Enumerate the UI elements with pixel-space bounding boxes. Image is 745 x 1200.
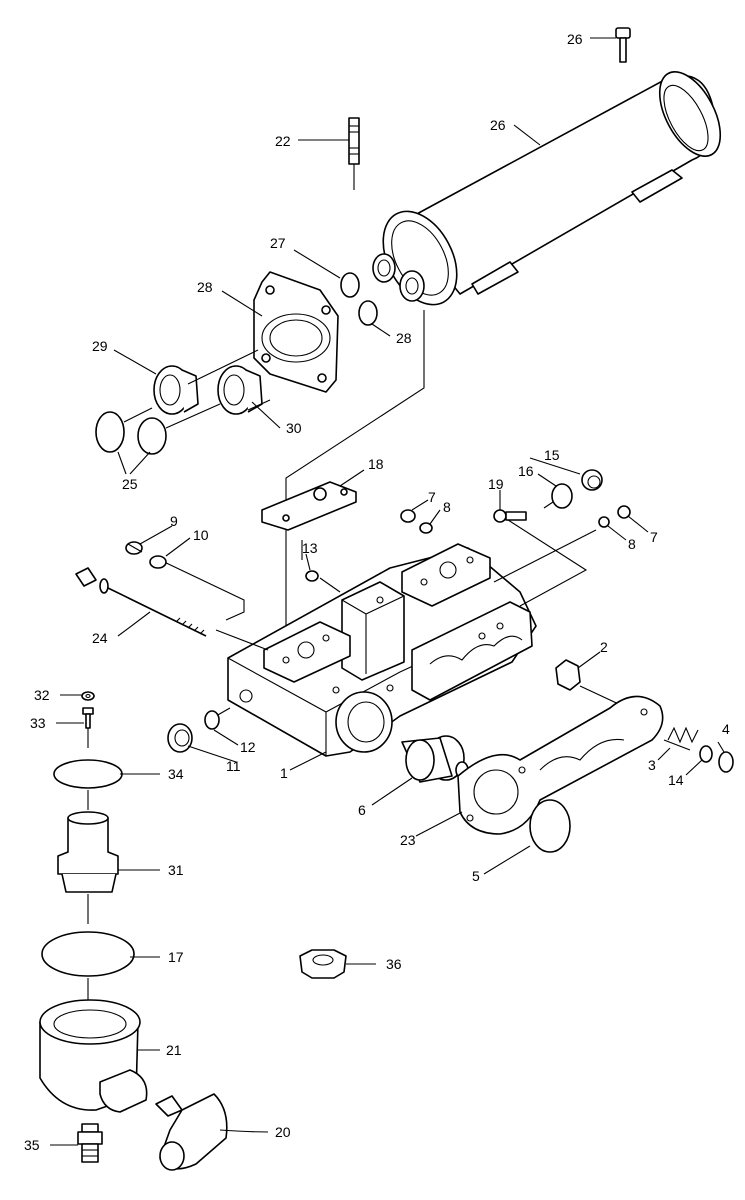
callout-23: 26	[567, 31, 583, 47]
callout-16: 16	[518, 463, 534, 479]
callout-24: 24	[92, 630, 108, 646]
plug-part-7	[400, 505, 631, 523]
o-ring-part-34	[53, 759, 123, 789]
callout-28-right: 30	[286, 420, 302, 436]
housing-cap-part-32	[39, 999, 148, 1113]
callout-32: 21	[166, 1042, 182, 1058]
plug-part-11	[167, 723, 193, 753]
gasket-part-19	[457, 695, 664, 835]
callout-35: 35	[24, 1137, 40, 1153]
callout-33: 32	[34, 687, 50, 703]
banjo-bolt-part-21	[493, 509, 527, 523]
plug-part-13	[305, 570, 319, 582]
seal-ring-part-16	[551, 483, 573, 509]
callout-17: 17	[168, 949, 184, 965]
assembly-axis-lines	[123, 310, 425, 648]
callout-3: 3	[648, 757, 656, 773]
washer-part-14	[699, 745, 713, 763]
fitting-part-30	[155, 1093, 228, 1171]
nut-part-2	[555, 659, 581, 691]
callout-7-left: 7	[428, 489, 436, 505]
plug-part-9	[125, 541, 143, 555]
callout-7-right: 7	[650, 529, 658, 545]
callout-21: 19	[488, 476, 504, 492]
callout-11: 11	[226, 758, 241, 774]
callout-18: 22	[275, 133, 291, 149]
callout-leaders	[50, 37, 725, 1146]
callout-13: 13	[302, 540, 318, 556]
callout-25: 25	[122, 476, 138, 492]
callout-labels: 26 26 22 27 28 28 29 30 25 18 15 16 19 7…	[24, 31, 730, 1153]
washer-part-33	[81, 691, 95, 701]
callout-2: 2	[600, 639, 608, 655]
callout-22: 26	[490, 117, 506, 133]
callout-26-bottom: 28	[396, 330, 412, 346]
seal-ring-part-10	[149, 555, 167, 569]
callout-5: 5	[472, 868, 480, 884]
screw-part-24	[75, 567, 207, 637]
o-ring-part-17	[41, 931, 135, 977]
callout-28-left: 29	[92, 338, 108, 354]
gasket-part-20	[261, 481, 357, 531]
callout-4: 4	[722, 721, 730, 737]
stud-part-18	[348, 117, 360, 190]
callout-14: 14	[668, 772, 684, 788]
nut-part-36	[299, 949, 347, 979]
oil-cooler-part-22	[372, 71, 722, 306]
drain-plug-part-35	[77, 1123, 103, 1163]
o-ring-part-26	[340, 272, 378, 326]
callout-8-right: 8	[628, 536, 636, 552]
seal-ring-part-12	[204, 710, 220, 730]
callout-9: 9	[170, 513, 178, 529]
o-ring-part-25	[95, 411, 167, 455]
callout-12: 12	[240, 739, 256, 755]
callout-19: 23	[400, 832, 416, 848]
circlip-part-4	[718, 751, 734, 773]
seal-ring-part-8	[419, 516, 610, 534]
spring-part-3	[667, 726, 699, 744]
plug-part-15	[581, 469, 603, 491]
callout-1: 1	[280, 765, 288, 781]
callout-29: 33	[30, 715, 46, 731]
sleeve-part-28	[153, 365, 263, 415]
adapter-flange-part-27	[253, 271, 339, 393]
housing-part-1	[227, 543, 537, 757]
callout-20: 18	[368, 456, 384, 472]
screw-part-29	[82, 707, 94, 748]
callout-36: 36	[386, 956, 402, 972]
callout-31: 31	[168, 862, 184, 878]
thermostat-part-6	[401, 735, 469, 783]
callout-34: 34	[168, 766, 184, 782]
callout-27: 28	[197, 279, 213, 295]
callout-30: 20	[275, 1124, 291, 1140]
callout-8-left: 8	[443, 499, 451, 515]
callout-6: 6	[358, 802, 366, 818]
bolt-part-23	[615, 27, 631, 63]
callout-10: 10	[193, 527, 209, 543]
filter-part-31	[57, 811, 119, 924]
callout-26-top: 27	[270, 235, 286, 251]
callout-15: 15	[544, 447, 560, 463]
circlip-part-5	[529, 799, 571, 853]
